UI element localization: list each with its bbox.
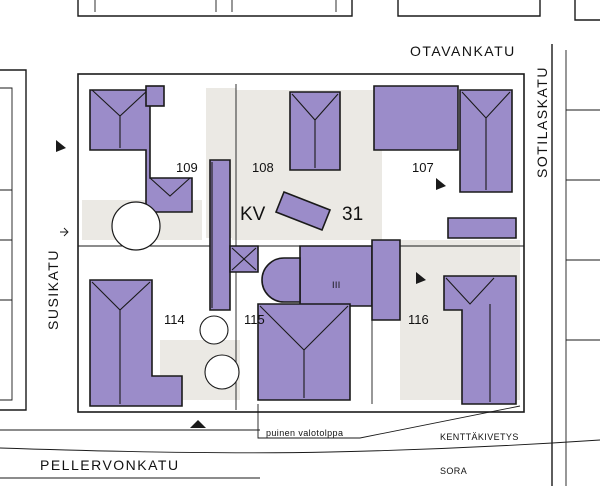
surface-label: SORA [440, 466, 467, 476]
lamp-post-label: puinen valotolppa [266, 428, 343, 438]
lamp-post-leader [257, 404, 521, 439]
plot-number-108: 108 [252, 160, 274, 175]
block-prefix: KV [240, 204, 266, 225]
plot-number-109: 109 [176, 160, 198, 175]
entrance-markers [56, 140, 446, 428]
buildings [89, 85, 517, 407]
street-otavankatu: OTAVANKATU [410, 43, 516, 59]
street-sotilaskatu: SOTILASKATU [534, 66, 550, 178]
block-number: 31 [342, 204, 363, 225]
plot-number-107: 107 [412, 160, 434, 175]
plot-number-116: 116 [408, 312, 429, 327]
building-storey-mark: III [332, 280, 341, 290]
plot-number-114: 114 [164, 312, 185, 327]
street-susikatu: SUSIKATU [45, 249, 61, 330]
plot-number-115: 115 [244, 312, 265, 327]
trees [111, 201, 240, 390]
alley-surface-label: KENTTÄKIVETYS [440, 432, 519, 442]
street-pellervonkatu: PELLERVONKATU [40, 457, 180, 473]
